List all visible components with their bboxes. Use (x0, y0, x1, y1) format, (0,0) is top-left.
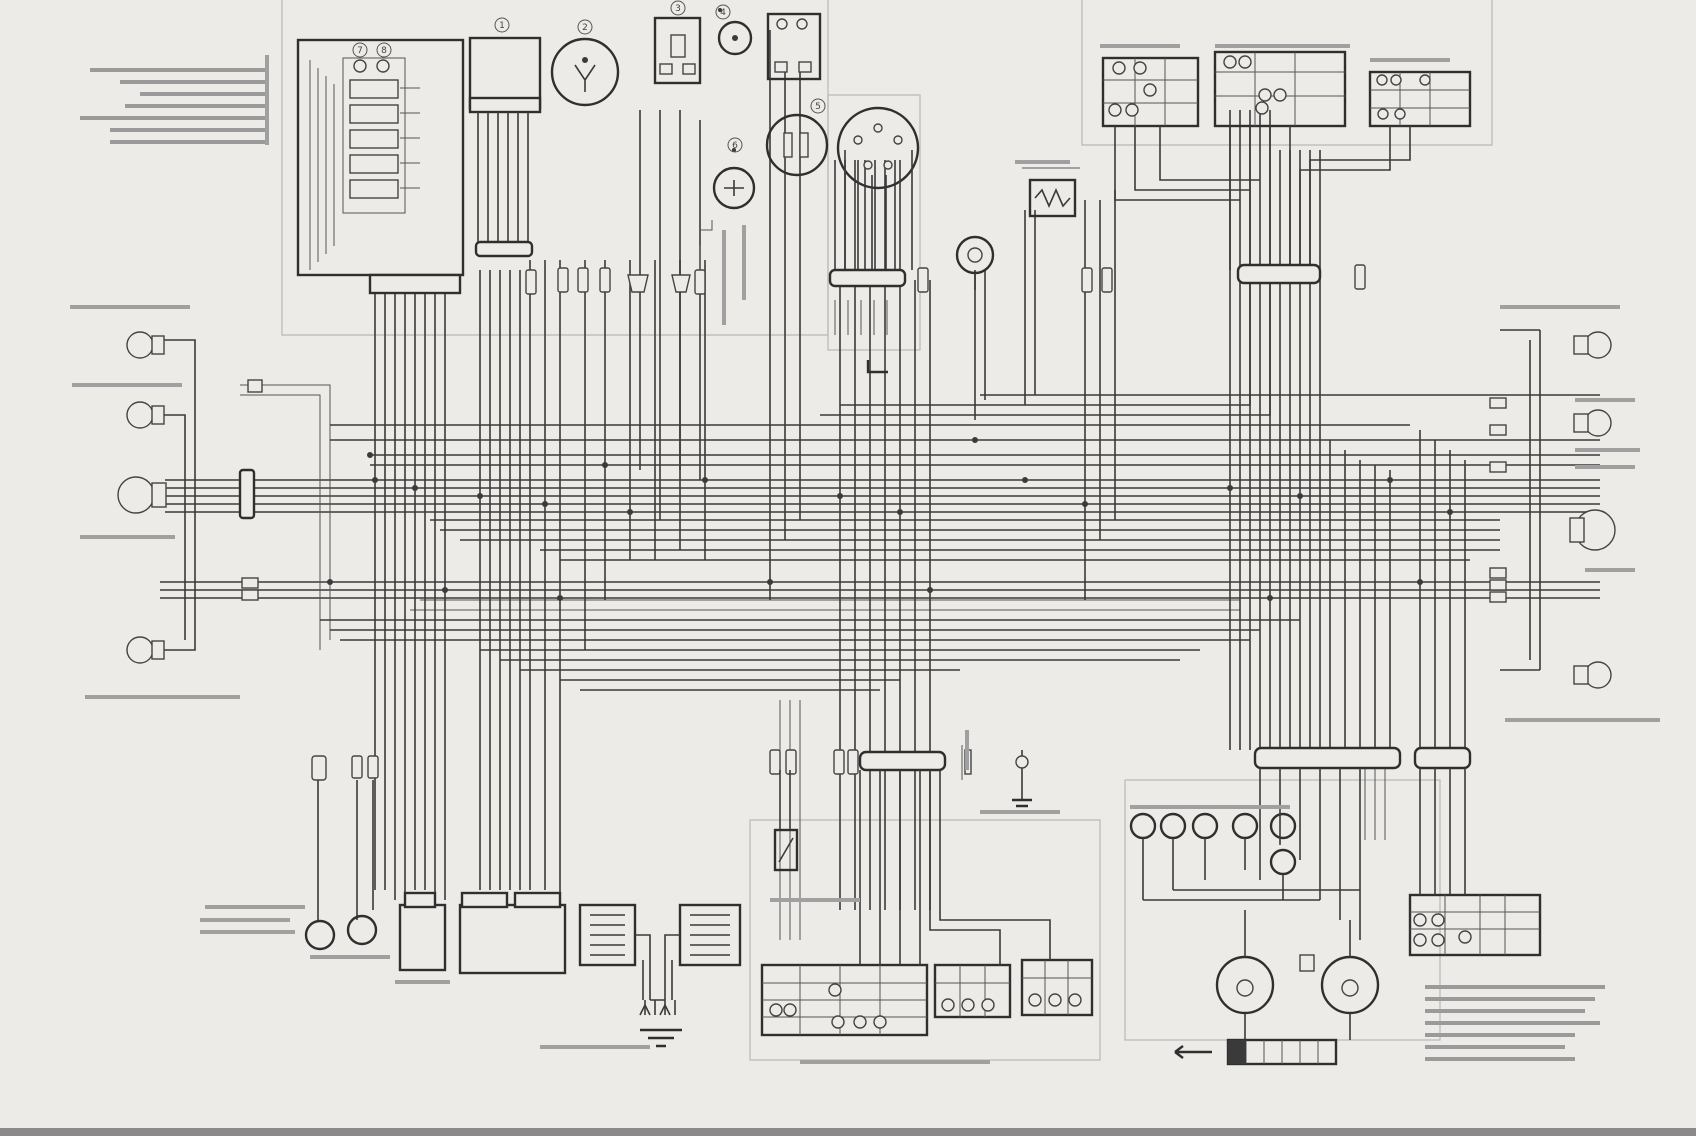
headlight-coupler (1213, 50, 1347, 128)
svg-text:3: 3 (675, 4, 681, 14)
group-left-lights (117, 331, 263, 664)
starter-switch-coupler (933, 963, 1012, 1019)
group-right-lights (1489, 329, 1616, 689)
ignition-switch (836, 106, 920, 190)
diode-unit (653, 16, 702, 85)
right-turn-coupler (1368, 70, 1472, 128)
ground-symbol (866, 360, 888, 374)
legend-top-left (80, 68, 265, 144)
component-captions (70, 44, 1660, 1064)
position-light (1584, 409, 1612, 437)
item-number-2: 2 (577, 19, 593, 35)
group-meter (1129, 746, 1542, 1066)
frame-meter (1124, 779, 1441, 1041)
license-plate-light (126, 401, 154, 429)
front-turn-signal-light-left (126, 331, 154, 359)
legend-bottom-right (1425, 985, 1605, 1061)
vertical-captions (265, 55, 969, 770)
item-number-8: 8 (376, 42, 392, 58)
fuse-box-connector (368, 273, 462, 295)
group-fuse-box (296, 8, 829, 295)
oil-pressure-switch (717, 20, 753, 56)
rear-brake-light-switch (304, 919, 336, 951)
group-right-switch (760, 745, 1094, 1037)
group-ignition (828, 106, 1080, 374)
arrow-symbol (1174, 1045, 1212, 1059)
tail-brake-light (117, 476, 155, 514)
frame-right-switch (749, 819, 1101, 1061)
item-number-markers: 1 2 3 4 5 6 7 8 (352, 0, 826, 153)
svg-text:8: 8 (381, 46, 387, 56)
starter-motor-relay (398, 903, 447, 972)
high-beam-indicator-light (1231, 812, 1259, 840)
resistor-unit (1028, 178, 1077, 218)
legend-blocks (70, 44, 1660, 1064)
meter-coupler (1253, 746, 1402, 770)
neutral-switch (1015, 755, 1029, 769)
rear-turn-signal-light-left (126, 636, 154, 664)
neutral-indicator-light (1191, 812, 1219, 840)
main-harness-coupler-upper (1236, 263, 1322, 285)
svg-text:4: 4 (720, 8, 726, 18)
left-handlebar-switch-coupler (1101, 56, 1200, 128)
group-lower-left (304, 755, 742, 1048)
rear-harness-coupler (1408, 893, 1542, 957)
front-brake-switch-coupler (1020, 958, 1094, 1017)
starter-relay (766, 12, 822, 81)
item-number-3: 3 (670, 0, 686, 16)
item-number-1: 1 (494, 17, 510, 33)
svg-text:2: 2 (582, 23, 588, 33)
front-turn-signal-light-right (1584, 331, 1612, 359)
group-inline-connectors (525, 220, 1366, 295)
turn-signal-indicator-light (1269, 812, 1297, 840)
ignition-connector (828, 268, 907, 288)
tachometer-light (1159, 812, 1187, 840)
horn (712, 166, 756, 210)
svg-text:1: 1 (499, 21, 505, 31)
svg-text:5: 5 (815, 102, 821, 112)
frame-ignition (827, 94, 921, 351)
battery (458, 903, 567, 975)
speedometer-light (1129, 812, 1157, 840)
item-number-4: 4 (715, 4, 731, 20)
item-number-5: 5 (810, 98, 826, 114)
engine-stop-switch (773, 828, 799, 872)
connector-small (247, 379, 263, 393)
oil-pressure-indicator-light (1269, 848, 1297, 876)
item-number-7: 7 (352, 42, 368, 58)
main-harness-coupler-lower (858, 750, 947, 772)
svg-text:7: 7 (357, 46, 363, 56)
scan-edge-bar (0, 1128, 1696, 1136)
generator (765, 113, 829, 177)
rear-turn-signal-light-right (1584, 661, 1612, 689)
group-upper-right-couplers (1101, 50, 1472, 285)
frame-upper-right (1081, 0, 1493, 146)
item-number-6: 6 (727, 137, 743, 153)
ground-symbol (1012, 798, 1032, 808)
ground-symbol (640, 1028, 682, 1048)
rear-combo-connector (238, 468, 256, 520)
front-brake-light-switch (346, 914, 378, 946)
neutral-indicator-unit (550, 37, 620, 107)
junction-dots (327, 437, 1453, 601)
svg-text:6: 6 (732, 141, 738, 151)
